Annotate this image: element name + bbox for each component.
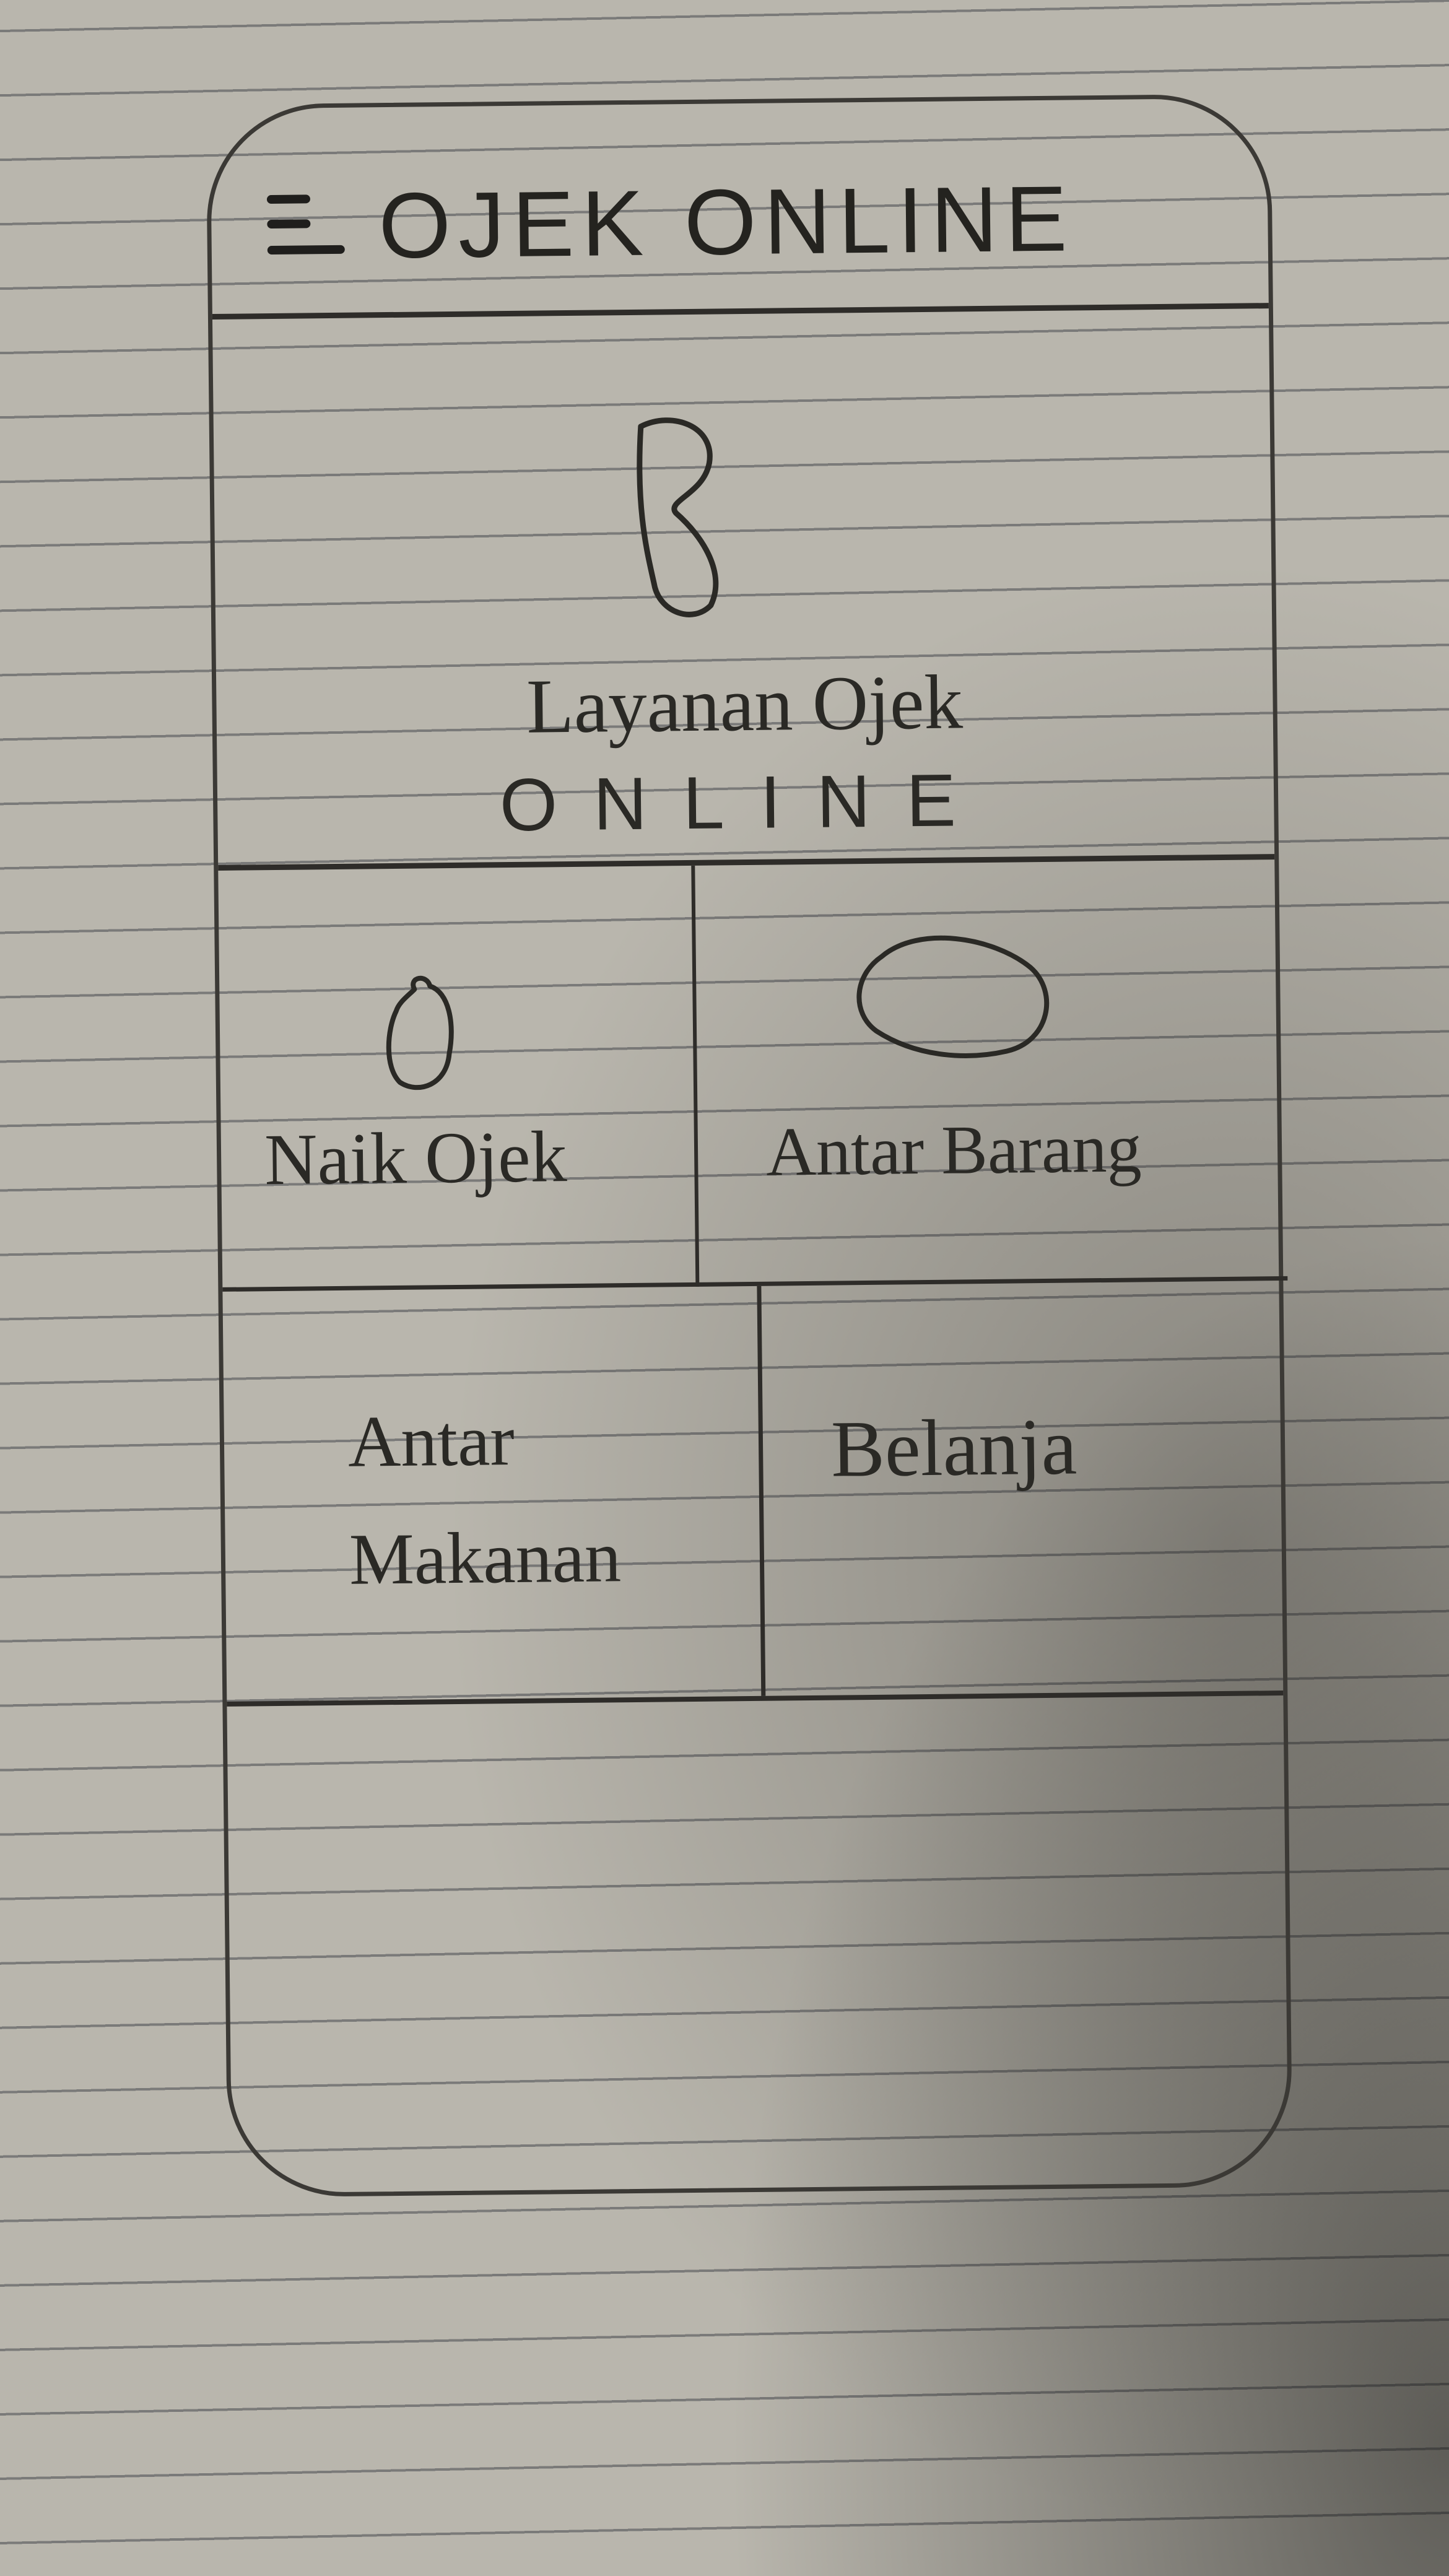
ojek-logo-icon	[637, 417, 719, 617]
service-grid: Naik Ojek Antar Barang Antar Makanan Bel…	[218, 859, 1288, 1707]
phone-frame: OJEK ONLINE Layanan Ojek ONLINE Naik Oje…	[206, 94, 1293, 2198]
menu-line	[266, 194, 311, 204]
ride-icon	[386, 975, 454, 1090]
service-antar-makanan[interactable]: Antar Makanan	[222, 1286, 766, 1702]
service-label: Antar Makanan	[347, 1399, 622, 1600]
service-naik-ojek[interactable]: Naik Ojek	[218, 865, 700, 1292]
app-title: OJEK ONLINE	[378, 166, 1076, 278]
menu-line	[267, 245, 345, 255]
hero-subtitle: ONLINE	[499, 758, 993, 847]
service-label: Naik Ojek	[264, 1116, 568, 1201]
hero-banner: Layanan Ojek ONLINE	[212, 308, 1275, 871]
empty-content-area	[227, 1695, 1288, 2190]
hamburger-menu-icon[interactable]	[266, 188, 348, 263]
service-label: Antar Barang	[765, 1110, 1142, 1191]
app-bar: OJEK ONLINE	[210, 98, 1269, 320]
hero-title: Layanan Ojek	[526, 659, 964, 750]
package-icon	[856, 935, 1050, 1058]
service-antar-barang[interactable]: Antar Barang	[695, 859, 1288, 1287]
service-belanja[interactable]: Belanja	[761, 1281, 1292, 1696]
menu-line	[267, 219, 311, 229]
service-label: Belanja	[830, 1402, 1077, 1494]
